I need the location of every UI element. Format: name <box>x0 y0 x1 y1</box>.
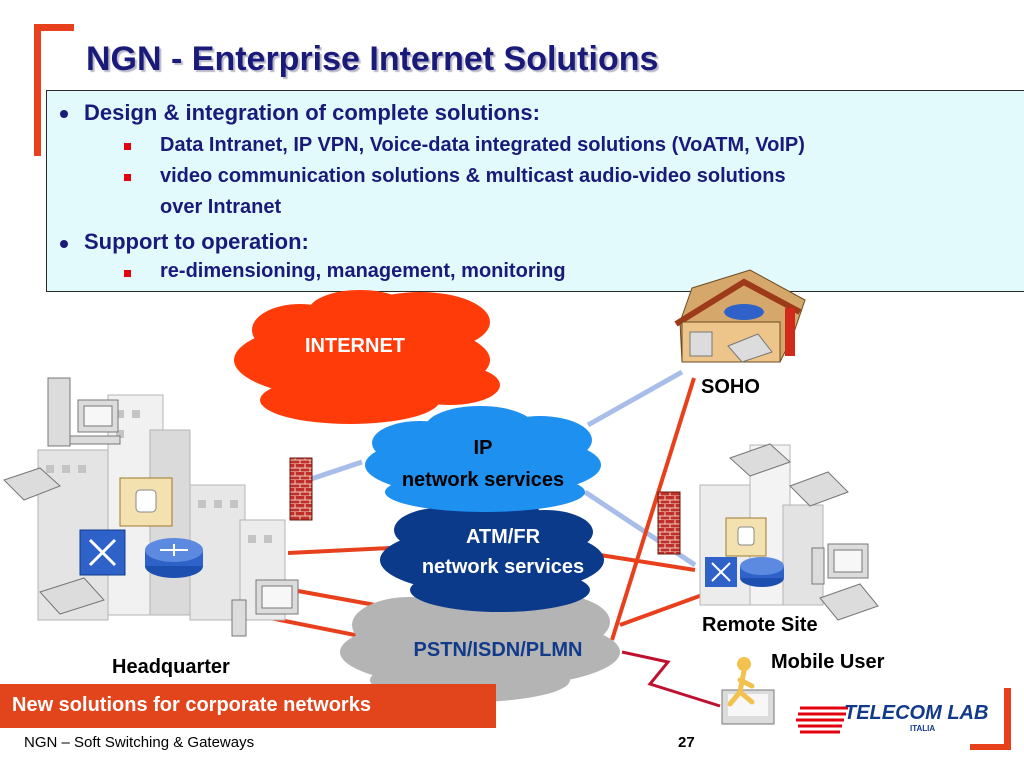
bullet-1-sub-2: video communication solutions & multicas… <box>160 165 786 187</box>
remote-firewall <box>657 491 681 555</box>
logo-text: TELECOM LAB <box>844 702 989 724</box>
left-accent-bar <box>34 24 41 156</box>
hq-switch-icon <box>79 529 126 576</box>
remote-switch-icon <box>705 557 737 587</box>
remote-pbx-icon <box>725 517 767 557</box>
bullet-1-sub-3: over Intranet <box>160 196 282 218</box>
page-number: 27 <box>678 734 695 751</box>
remote-router-icon <box>740 557 784 587</box>
remote-devices <box>729 443 879 621</box>
hq-pbx-icon <box>119 477 173 527</box>
banner-text: New solutions for corporate networks <box>12 694 371 716</box>
mobile-user-icon <box>721 657 775 725</box>
left-accent-top <box>34 24 74 31</box>
pstn-cloud-label: PSTN/ISDN/PLMN <box>413 639 583 661</box>
sub-bullet-square <box>124 270 131 277</box>
internet-cloud <box>234 290 500 424</box>
right-accent-bottom <box>970 744 1011 750</box>
bullet-dot <box>60 110 68 118</box>
hq-devices <box>3 377 299 637</box>
logo-stripes-icon <box>796 706 848 734</box>
bullet-2: Support to operation: <box>84 229 309 254</box>
hq-router-icon <box>145 538 203 578</box>
logo-subtext: ITALIA <box>910 724 936 733</box>
bullet-2-sub-1: re-dimensioning, management, monitoring <box>160 260 566 282</box>
internet-cloud-label: INTERNET <box>305 335 405 357</box>
mobile-user-label: Mobile User <box>771 651 885 673</box>
right-accent-bar <box>1004 688 1011 750</box>
sub-bullet-square <box>124 143 131 150</box>
remote-site-label: Remote Site <box>702 614 818 636</box>
bottom-banner: New solutions for corporate networks <box>0 684 496 728</box>
soho-label: SOHO <box>701 376 760 398</box>
soho-house-icon <box>674 269 806 363</box>
ip-cloud-label-2: network services <box>401 469 565 491</box>
footer-text: NGN – Soft Switching & Gateways <box>24 734 255 751</box>
telecom-lab-logo: TELECOM LAB ITALIA <box>796 700 996 740</box>
hq-firewall <box>289 457 313 521</box>
bullet-dot <box>60 240 68 248</box>
ip-cloud <box>365 406 601 512</box>
bullet-box <box>46 90 1024 292</box>
bullet-1-sub-1: Data Intranet, IP VPN, Voice-data integr… <box>160 134 805 156</box>
atm-cloud-label-1: ATM/FR <box>465 526 541 548</box>
sub-bullet-square <box>124 174 131 181</box>
atm-cloud-label-2: network services <box>421 556 585 578</box>
slide-title: NGN - Enterprise Internet Solutions <box>86 40 659 78</box>
bullet-1: Design & integration of complete solutio… <box>84 100 540 125</box>
ip-cloud-label-1: IP <box>473 437 493 459</box>
headquarter-label: Headquarter <box>112 656 230 678</box>
